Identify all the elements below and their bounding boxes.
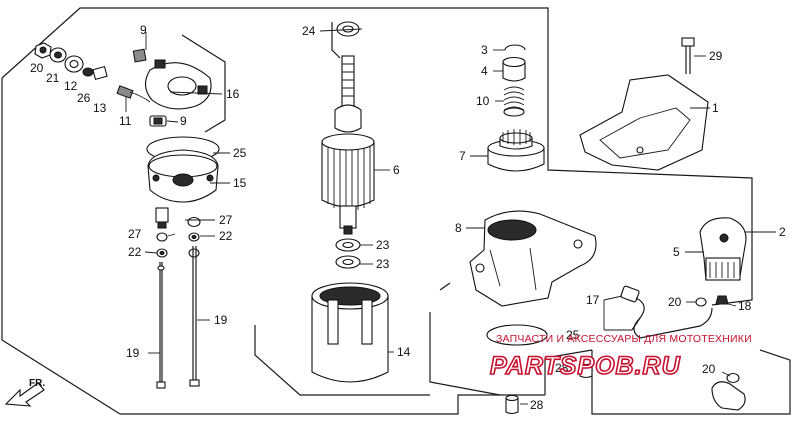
callout-5: 5 — [673, 245, 680, 259]
callout-16: 16 — [226, 87, 240, 101]
watermark: ЗАПЧАСТИ И АКСЕССУАРЫ ДЛЯ МОТОТЕХНИКИ PA… — [489, 333, 752, 381]
callout-19-right: 19 — [214, 313, 228, 327]
callout-7: 7 — [459, 149, 466, 163]
callout-13: 13 — [93, 101, 107, 115]
front-direction-arrow: FR. — [4, 378, 45, 407]
part-washer-12 — [64, 55, 84, 73]
part-nut-27-right — [187, 216, 201, 228]
callout-21: 21 — [46, 71, 60, 85]
part-rear-cover-15 — [147, 149, 219, 203]
callout-19-left: 19 — [126, 346, 140, 360]
callout-20-lower: 20 — [702, 362, 716, 376]
callout-10: 10 — [476, 94, 490, 108]
part-cable-17 — [620, 285, 713, 339]
part-through-bolt-19-right — [189, 246, 200, 387]
direction-label: FR. — [29, 378, 45, 389]
watermark-brand: PARTSPOB.RU — [490, 352, 681, 380]
callout-2: 2 — [779, 225, 786, 239]
watermark-caption: ЗАПЧАСТИ И АКСЕССУАРЫ ДЛЯ МОТОТЕХНИКИ — [496, 333, 752, 345]
part-terminal-13 — [92, 65, 108, 81]
part-circlip-3 — [504, 44, 526, 51]
part-front-cover-8 — [469, 210, 597, 307]
callout-17: 17 — [586, 293, 600, 307]
callout-9-bottom: 9 — [180, 114, 187, 128]
callout-27-right: 27 — [219, 213, 233, 227]
callout-15: 15 — [233, 176, 247, 190]
callout-25-left: 25 — [233, 146, 247, 160]
callout-22-left: 22 — [128, 245, 142, 259]
part-cap-28-lower — [505, 394, 519, 415]
part-washer-22-lower — [188, 248, 200, 258]
part-bolt-29 — [681, 37, 695, 74]
callout-24: 24 — [302, 24, 316, 38]
part-brush-holder-16 — [144, 59, 212, 110]
callout-28-upper: 28 — [555, 361, 569, 375]
part-washer-23-lower — [335, 255, 361, 269]
part-collar-4 — [502, 56, 526, 82]
callout-3: 3 — [481, 43, 488, 57]
part-boot-elbow — [711, 381, 746, 411]
part-through-bolt-19-left — [156, 262, 166, 389]
part-brush-11 — [116, 85, 151, 103]
part-oring-25-right — [486, 324, 548, 346]
callout-11: 11 — [119, 114, 132, 128]
part-nut-20-solenoid — [695, 297, 707, 307]
part-nut-27-left — [156, 232, 168, 242]
part-washer-24 — [336, 21, 360, 37]
part-yoke-14 — [311, 282, 389, 383]
part-brush-9-bottom — [149, 115, 167, 127]
callout-26: 26 — [77, 91, 91, 105]
part-bracket-1 — [579, 74, 709, 171]
part-brush-9-top — [132, 48, 147, 63]
callout-29: 29 — [709, 49, 723, 63]
callout-28-lower: 28 — [530, 398, 544, 412]
callout-4: 4 — [481, 64, 488, 78]
callout-25-right: 25 — [566, 328, 580, 342]
part-washer-22-right — [188, 232, 200, 242]
callout-1: 1 — [712, 101, 719, 115]
leader-lines — [125, 28, 776, 405]
callout-14: 14 — [397, 345, 411, 359]
part-insulator-26 — [82, 67, 94, 77]
part-nut-18 — [715, 295, 729, 305]
frame-outlines — [1, 7, 791, 415]
callout-20-solenoid: 20 — [668, 295, 682, 309]
part-spring-10 — [503, 86, 525, 117]
part-solenoid-5 — [699, 217, 747, 281]
callout-9-top: 9 — [140, 23, 147, 37]
callout-22-right: 22 — [219, 229, 233, 243]
callout-6: 6 — [393, 163, 400, 177]
part-cap-28-upper — [579, 358, 593, 379]
callout-23-upper: 23 — [376, 238, 390, 252]
part-washer-23-upper — [335, 238, 361, 252]
callout-12: 12 — [64, 79, 78, 93]
callout-labels: 9 20 21 12 26 13 16 11 9 25 15 27 27 22 … — [30, 23, 786, 412]
part-washer-22-left — [156, 248, 168, 258]
callout-18: 18 — [738, 299, 752, 313]
part-armature-6 — [321, 55, 375, 235]
part-nut-20 — [34, 42, 52, 59]
callout-27-left: 27 — [128, 227, 142, 241]
part-terminal-stud — [155, 207, 169, 229]
part-pinion-7 — [487, 129, 545, 172]
callout-20-left: 20 — [30, 61, 44, 75]
part-nut-20-lower — [726, 372, 740, 384]
callout-8: 8 — [455, 221, 462, 235]
callout-23-lower: 23 — [376, 257, 390, 271]
part-washer-21 — [49, 47, 67, 63]
